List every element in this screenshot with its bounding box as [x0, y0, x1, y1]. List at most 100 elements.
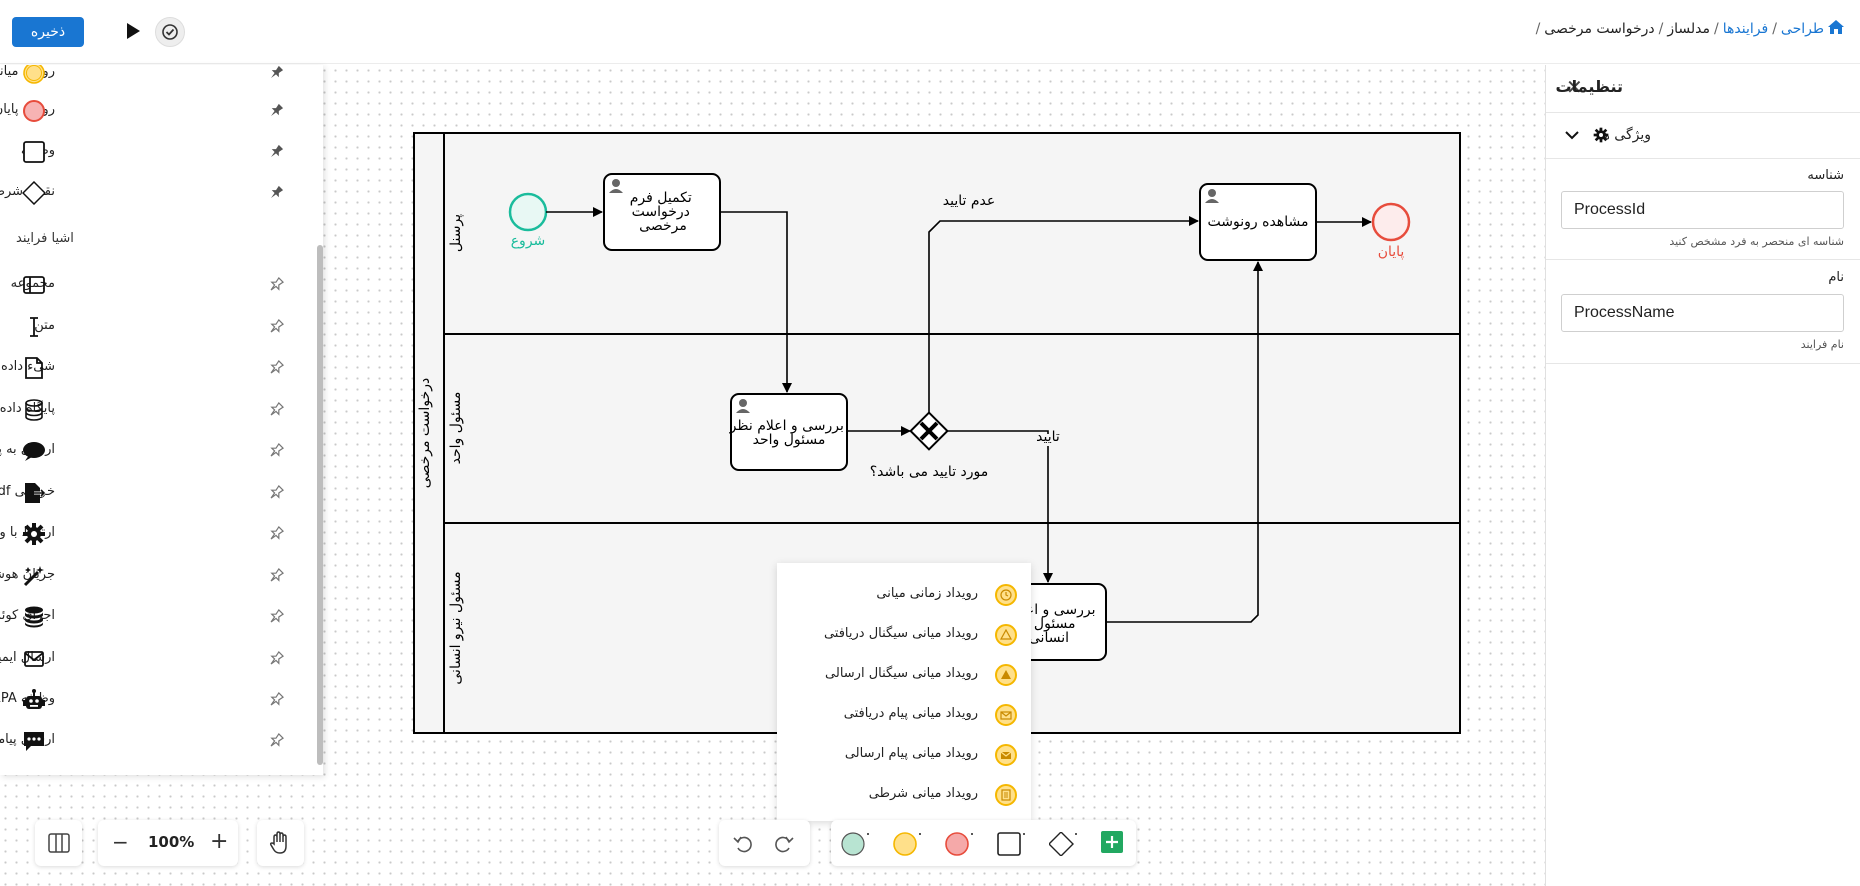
palette-item-sms[interactable]: ارسال پیامک [0, 721, 310, 761]
robot-icon [22, 688, 46, 712]
menu-item-signal-catch-event[interactable]: رویداد میانی سیگنال دریافتی [777, 615, 1031, 655]
name-field-label: نام [1828, 270, 1844, 285]
user-task-icon [1205, 189, 1219, 203]
redo-icon[interactable] [773, 832, 795, 858]
end-event-icon [22, 99, 46, 123]
pin-outline-icon[interactable] [268, 691, 285, 708]
save-button[interactable]: ذخیره [12, 17, 84, 47]
palette-item-email[interactable]: ارسال ایمیل [0, 639, 310, 679]
start-event-tool[interactable] [841, 832, 871, 860]
lane-label-staff: پرسنل [448, 214, 464, 252]
palette-item-gateway[interactable]: نقطه شرطی [0, 173, 310, 213]
hand-tool-button[interactable] [257, 820, 304, 866]
palette-item-export[interactable]: خروجی word / pdf [0, 473, 310, 513]
element-palette: رویداد میانی رویداد پایان وظیفه نقطه شرط… [0, 65, 323, 775]
pin-outline-icon[interactable] [268, 608, 285, 625]
pin-outline-icon[interactable] [268, 650, 285, 667]
properties-accordion[interactable]: ویژگی ها [1546, 113, 1860, 159]
pin-outline-icon[interactable] [268, 484, 285, 501]
task-review-hr-line3: انسانی [1029, 630, 1069, 646]
menu-item-signal-throw-event[interactable]: رویداد میانی سیگنال ارسالی [777, 655, 1031, 695]
add-icon[interactable] [1101, 831, 1123, 857]
envelope-icon [22, 647, 46, 671]
palette-item-end-event[interactable]: رویداد پایان [0, 91, 310, 131]
end-event-tool[interactable] [945, 832, 975, 860]
pin-outline-icon[interactable] [268, 401, 285, 418]
palette-item-group[interactable]: مجموعه [0, 265, 310, 305]
palette-item-rpa[interactable]: وظیفه RPA [0, 680, 310, 720]
pin-outline-icon[interactable] [268, 276, 285, 293]
database-solid-icon [22, 605, 46, 629]
pin-outline-icon[interactable] [268, 525, 285, 542]
clock-icon [995, 584, 1017, 606]
play-icon[interactable] [122, 20, 144, 42]
breadcrumb-home[interactable]: طراحی [1780, 21, 1824, 37]
menu-item-message-throw-event[interactable]: رویداد میانی پیام ارسالی [777, 735, 1031, 775]
breadcrumb-modeler: مدلساز [1667, 21, 1711, 37]
pin-filled-icon[interactable] [268, 185, 284, 201]
pool-label: درخواست مرخصی [417, 378, 433, 488]
settings-panel: ✕ تنظیمات ویژگی ها شناسه ProcessId شناسه… [1545, 65, 1860, 886]
home-icon[interactable] [1828, 20, 1844, 38]
pin-outline-icon[interactable] [268, 732, 285, 749]
palette-item-label: متن [34, 318, 55, 333]
svg-text:تکمیل فرم درخواست مرخص: تکمیل فرم درخواست مرخصی [630, 190, 697, 234]
pin-outline-icon[interactable] [268, 318, 285, 335]
process-name-input[interactable]: ProcessName [1561, 294, 1844, 332]
flow-approve-label: تایید [1036, 429, 1060, 445]
palette-item-text[interactable]: متن [0, 307, 310, 347]
flow-hr-to-view [1106, 261, 1263, 623]
menu-item-conditional-event[interactable]: رویداد میانی شرطی [777, 775, 1031, 815]
minimap-toggle[interactable] [35, 820, 82, 866]
palette-item-database[interactable]: پایگاه داده [0, 390, 310, 430]
pin-filled-icon[interactable] [268, 65, 284, 81]
pin-filled-icon[interactable] [268, 103, 284, 119]
quick-shape-toolbar [831, 820, 1136, 866]
intermediate-event-menu: رویداد زمانی میانی رویداد میانی سیگنال د… [777, 563, 1031, 821]
gear-icon [22, 522, 46, 546]
palette-item-intermediate-event[interactable]: رویداد میانی [0, 65, 310, 93]
data-object-icon [22, 356, 46, 380]
zoom-out-button[interactable]: − [112, 830, 129, 854]
divider [1546, 259, 1860, 260]
user-task-icon [736, 399, 750, 413]
menu-item-label: رویداد زمانی میانی [876, 586, 978, 601]
gateway-tool[interactable] [1048, 831, 1079, 860]
menu-item-label: رویداد میانی پیام ارسالی [844, 746, 978, 761]
task-review-unit-line2: مسئول واحد [753, 432, 826, 448]
process-id-input[interactable]: ProcessId [1561, 191, 1844, 229]
palette-item-messenger[interactable]: ارسال به پیام رسان [0, 431, 310, 471]
palette-item-web-service[interactable]: ارتباط با وب سرویس [0, 514, 310, 554]
menu-item-message-catch-event[interactable]: رویداد میانی پیام دریافتی [777, 695, 1031, 735]
signal-catch-icon [995, 624, 1017, 646]
pin-outline-icon[interactable] [268, 359, 285, 376]
gateway-label: مورد تایید می باشد؟ [870, 464, 989, 480]
palette-item-task[interactable]: وظیفه [0, 132, 310, 172]
palette-scrollbar[interactable] [317, 245, 323, 765]
menu-item-label: رویداد میانی سیگنال دریافتی [823, 626, 978, 641]
close-icon[interactable]: ✕ [1566, 75, 1583, 99]
task-fill-form-line2: درخواست [632, 204, 690, 220]
check-circle-icon[interactable] [155, 17, 185, 47]
palette-item-data-object[interactable]: شیء داده [0, 348, 310, 388]
task-review-unit-line1: بررسی و اعلام نظر [729, 418, 844, 434]
chat-bubble-icon [22, 439, 46, 463]
database-icon [22, 398, 46, 422]
breadcrumb-separator: / [1535, 21, 1541, 37]
breadcrumb-processes[interactable]: فرایندها [1722, 21, 1769, 37]
palette-item-smart-flow[interactable]: جریان هوشمند [0, 556, 310, 596]
task-tool[interactable] [997, 832, 1027, 860]
pin-outline-icon[interactable] [268, 567, 285, 584]
signal-throw-icon [995, 664, 1017, 686]
undo-icon[interactable] [732, 832, 754, 858]
task-review-unit [730, 393, 848, 471]
flow-reject-label: عدم تایید [943, 193, 995, 209]
breadcrumb-current: درخواست مرخصی [1544, 21, 1655, 37]
pin-outline-icon[interactable] [268, 442, 285, 459]
palette-item-query[interactable]: اجرای کوئری [0, 597, 310, 637]
pin-filled-icon[interactable] [268, 144, 284, 160]
zoom-in-button[interactable]: + [210, 829, 229, 854]
intermediate-event-tool[interactable] [893, 832, 923, 860]
task-fill-form-line1: تکمیل فرم [630, 190, 692, 206]
menu-item-timer-event[interactable]: رویداد زمانی میانی [777, 575, 1031, 615]
